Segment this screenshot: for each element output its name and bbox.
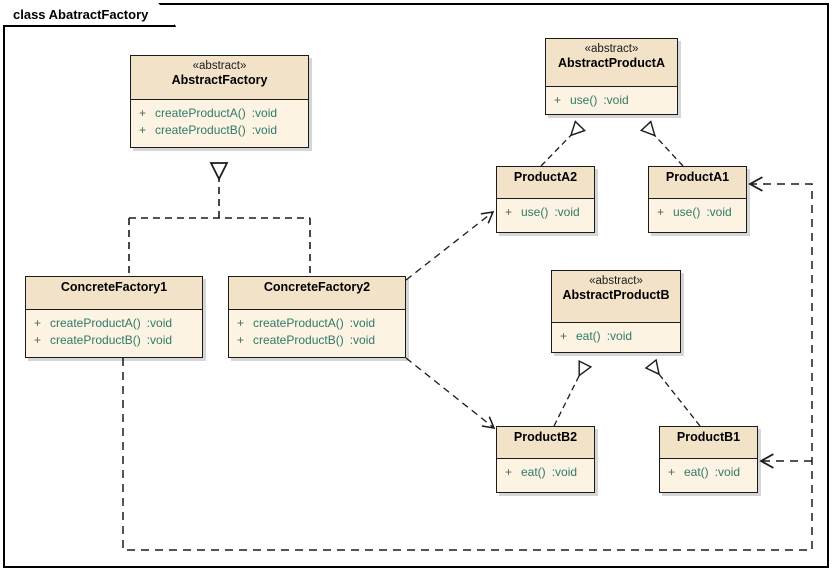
member-return-type: :void <box>706 205 732 219</box>
member-return-type: :void <box>714 465 741 479</box>
class-stereotype: «abstract» <box>589 275 643 287</box>
class-members: + use() :void <box>546 87 677 115</box>
uml-class-productb1[interactable]: ProductB1 + eat() :void <box>659 426 758 493</box>
class-member-row: + createProductA() :void <box>26 315 202 332</box>
class-member-row: + eat() :void <box>660 464 757 481</box>
member-return-type: :void <box>551 465 578 479</box>
member-visibility: + <box>505 465 513 479</box>
diagram-title: class AbatractFactory <box>13 6 149 22</box>
member-signature: createProductB() <box>253 333 344 348</box>
class-name: AbstractProductB <box>562 288 670 303</box>
class-member-row: + use() :void <box>649 204 746 221</box>
member-visibility: + <box>34 333 42 348</box>
uml-class-abstractproductb[interactable]: «abstract»AbstractProductB + eat() :void <box>551 270 681 353</box>
class-member-row: + createProductA() :void <box>229 315 405 332</box>
member-signature: use() <box>521 205 549 219</box>
uml-class-abstractfactory[interactable]: «abstract»AbstractFactory + createProductA… <box>130 55 309 148</box>
class-name: ProductA1 <box>665 170 730 184</box>
member-return-type: :void <box>606 329 633 343</box>
uml-class-producta1[interactable]: ProductA1 + use() :void <box>648 166 747 233</box>
class-name: ProductB2 <box>513 430 578 444</box>
uml-class-producta2[interactable]: ProductA2 + use() :void <box>496 166 595 233</box>
member-return-type: :void <box>349 316 376 330</box>
member-return-type: :void <box>603 93 629 107</box>
class-members: + createProductA() :void + createProductB():… <box>131 100 308 145</box>
class-stereotype: «abstract» <box>584 43 639 55</box>
class-members: + eat() :void <box>552 323 680 351</box>
diagram-title-tab[interactable]: class AbatractFactory <box>3 3 176 27</box>
member-visibility: + <box>560 329 568 343</box>
uml-class-abstractproducta[interactable]: «abstract»AbstractProductA + use() :void <box>545 38 678 115</box>
member-return-type: :void <box>146 333 173 348</box>
class-name: ProductB1 <box>676 430 741 444</box>
member-return-type: :void <box>251 123 278 138</box>
class-header: ProductB1 <box>660 427 757 459</box>
member-return-type: :void <box>251 106 278 120</box>
member-visibility: + <box>505 205 513 219</box>
class-header: ConcreteFactory1 <box>26 277 202 310</box>
member-visibility: + <box>34 316 42 330</box>
class-header: «abstract»AbstractProductA <box>546 39 677 87</box>
class-members: + use() :void <box>497 199 594 227</box>
class-header: «abstract»AbstractFactory <box>131 56 308 100</box>
uml-class-productb2[interactable]: ProductB2 + eat() :void <box>496 426 595 493</box>
uml-class-concretefactory2[interactable]: ConcreteFactory2 + createProductA() :void + c… <box>228 276 406 358</box>
member-return-type: :void <box>554 205 580 219</box>
class-member-row: + use() :void <box>497 204 594 221</box>
member-return-type: :void <box>349 333 376 348</box>
member-visibility: + <box>237 333 245 348</box>
class-name: ProductA2 <box>513 170 578 184</box>
member-signature: eat() <box>576 329 601 343</box>
member-signature: eat() <box>684 465 709 479</box>
member-signature: eat() <box>521 465 546 479</box>
member-signature: createProductB() <box>50 333 141 348</box>
member-signature: use() <box>673 205 701 219</box>
member-visibility: + <box>554 93 562 107</box>
member-visibility: + <box>139 106 147 120</box>
class-members: + use() :void <box>649 199 746 227</box>
class-name: ConcreteFactory2 <box>263 280 371 294</box>
class-members: + eat() :void <box>497 459 594 487</box>
class-member-row: + use() :void <box>546 92 677 109</box>
class-member-row: + eat() :void <box>497 464 594 481</box>
member-signature: createProductA() <box>253 316 344 330</box>
class-stereotype: «abstract» <box>192 60 247 72</box>
class-members: + eat() :void <box>660 459 757 487</box>
class-header: ProductA2 <box>497 167 594 199</box>
member-visibility: + <box>139 123 147 138</box>
class-name: ConcreteFactory1 <box>60 280 168 294</box>
member-signature: createProductA() <box>155 106 246 120</box>
member-signature: createProductA() <box>50 316 141 330</box>
member-return-type: :void <box>146 316 173 330</box>
member-signature: createProductB() <box>155 123 246 138</box>
class-name: AbstractProductA <box>558 56 665 71</box>
class-member-row: + createProductA() :void <box>131 105 308 122</box>
class-header: ProductA1 <box>649 167 746 199</box>
class-header: ConcreteFactory2 <box>229 277 405 310</box>
class-member-row: + createProductB() :void <box>26 332 202 349</box>
class-member-row: + createProductB() :void <box>131 122 308 139</box>
class-member-row: + eat() :void <box>552 328 680 345</box>
class-header: «abstract»AbstractProductB <box>552 271 680 323</box>
member-visibility: + <box>657 205 665 219</box>
class-members: + createProductA() :void + createProductB():… <box>26 310 202 355</box>
class-header: ProductB2 <box>497 427 594 459</box>
class-member-row: + createProductB() :void <box>229 332 405 349</box>
member-visibility: + <box>237 316 245 330</box>
class-members: + createProductA() :void + createProductB():… <box>229 310 405 355</box>
uml-class-concretefactory1[interactable]: ConcreteFactory1 + createProductA() :void + c… <box>25 276 203 358</box>
class-name: AbstractFactory <box>171 73 268 88</box>
member-signature: use() <box>570 93 598 107</box>
member-visibility: + <box>668 465 676 479</box>
